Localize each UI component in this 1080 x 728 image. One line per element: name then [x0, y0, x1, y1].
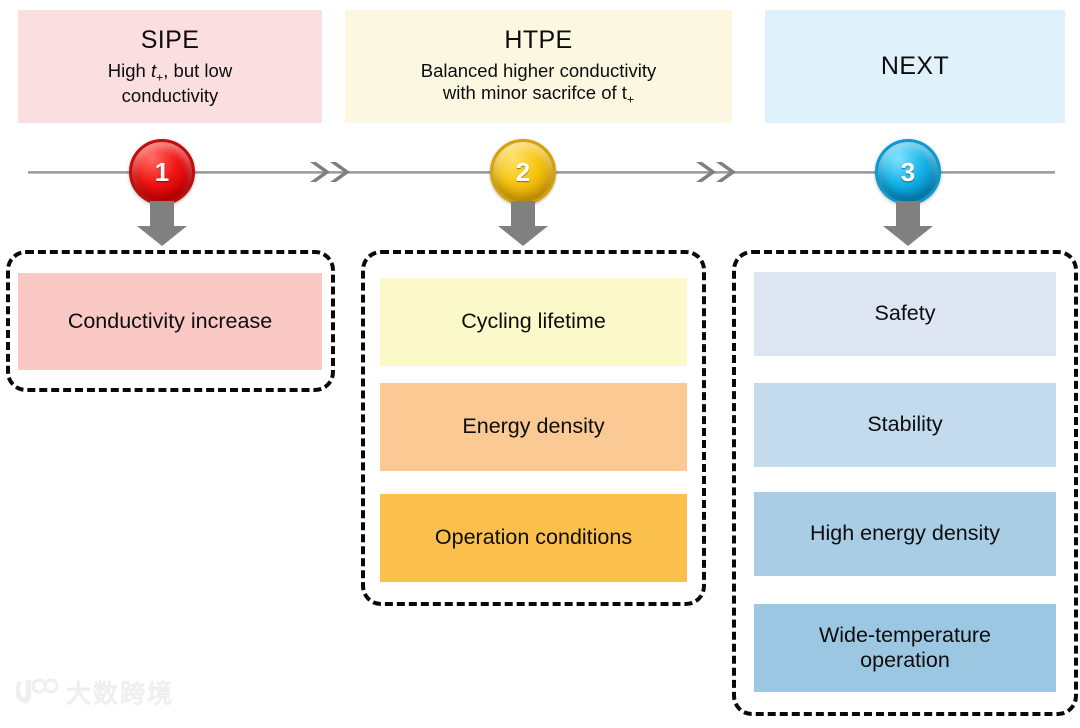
- banner-sipe-subtitle-line2: conductivity: [121, 85, 219, 107]
- outcome-item[interactable]: Wide-temperature operation: [754, 604, 1056, 692]
- watermark: 大数跨境: [14, 672, 174, 712]
- double-chevron-right-icon-2: [696, 162, 736, 182]
- stage-marker-2[interactable]: 2: [490, 139, 556, 205]
- banner-htpe-subtitle-line2: with minor sacrifce of t: [442, 82, 627, 104]
- stage-marker-3-label: 3: [900, 156, 916, 187]
- stage-marker-3[interactable]: 3: [875, 139, 941, 205]
- transference-number-subscript: +: [156, 70, 164, 85]
- down-arrow-icon-3: [883, 201, 933, 246]
- banner-next-title: NEXT: [880, 52, 950, 81]
- down-arrow-icon-2: [498, 201, 548, 246]
- banner-sipe-subtitle-pre: High: [107, 59, 151, 81]
- outcome-item[interactable]: Safety: [754, 272, 1056, 356]
- outcome-item-line2: operation: [860, 648, 950, 672]
- outcome-item[interactable]: Cycling lifetime: [380, 278, 687, 366]
- watermark-text: 大数跨境: [66, 679, 175, 708]
- stage-marker-1-label: 1: [154, 156, 170, 187]
- outcome-item[interactable]: Conductivity increase: [18, 273, 322, 370]
- down-arrow-icon-1: [137, 201, 187, 246]
- stage-marker-2-label: 2: [515, 156, 531, 187]
- transference-number-symbol: t: [151, 59, 157, 81]
- banner-htpe: HTPE Balanced higher conductivity with m…: [345, 10, 732, 123]
- banner-htpe-subtitle: Balanced higher conductivity with minor …: [421, 60, 657, 108]
- banner-sipe-title: SIPE: [140, 26, 200, 55]
- banner-htpe-title: HTPE: [504, 26, 573, 55]
- banner-sipe-subtitle: High t+, but low conductivity: [108, 60, 232, 108]
- banner-sipe: SIPE High t+, but low conductivity: [18, 10, 322, 123]
- outcome-item[interactable]: Operation conditions: [380, 494, 687, 582]
- outcome-item[interactable]: Stability: [754, 383, 1056, 467]
- transference-number-subscript-2: +: [626, 92, 635, 107]
- banner-htpe-subtitle-line1: Balanced higher conductivity: [420, 59, 657, 81]
- stage-marker-1[interactable]: 1: [129, 139, 195, 205]
- outcome-item[interactable]: Energy density: [380, 383, 687, 471]
- banner-sipe-subtitle-post: , but low: [163, 59, 233, 81]
- hundred-logo-icon: [15, 678, 58, 704]
- banner-next: NEXT: [765, 10, 1065, 123]
- outcome-item[interactable]: High energy density: [754, 492, 1056, 576]
- double-chevron-right-icon-1: [310, 162, 350, 182]
- outcome-item-line1: Wide-temperature: [818, 622, 992, 647]
